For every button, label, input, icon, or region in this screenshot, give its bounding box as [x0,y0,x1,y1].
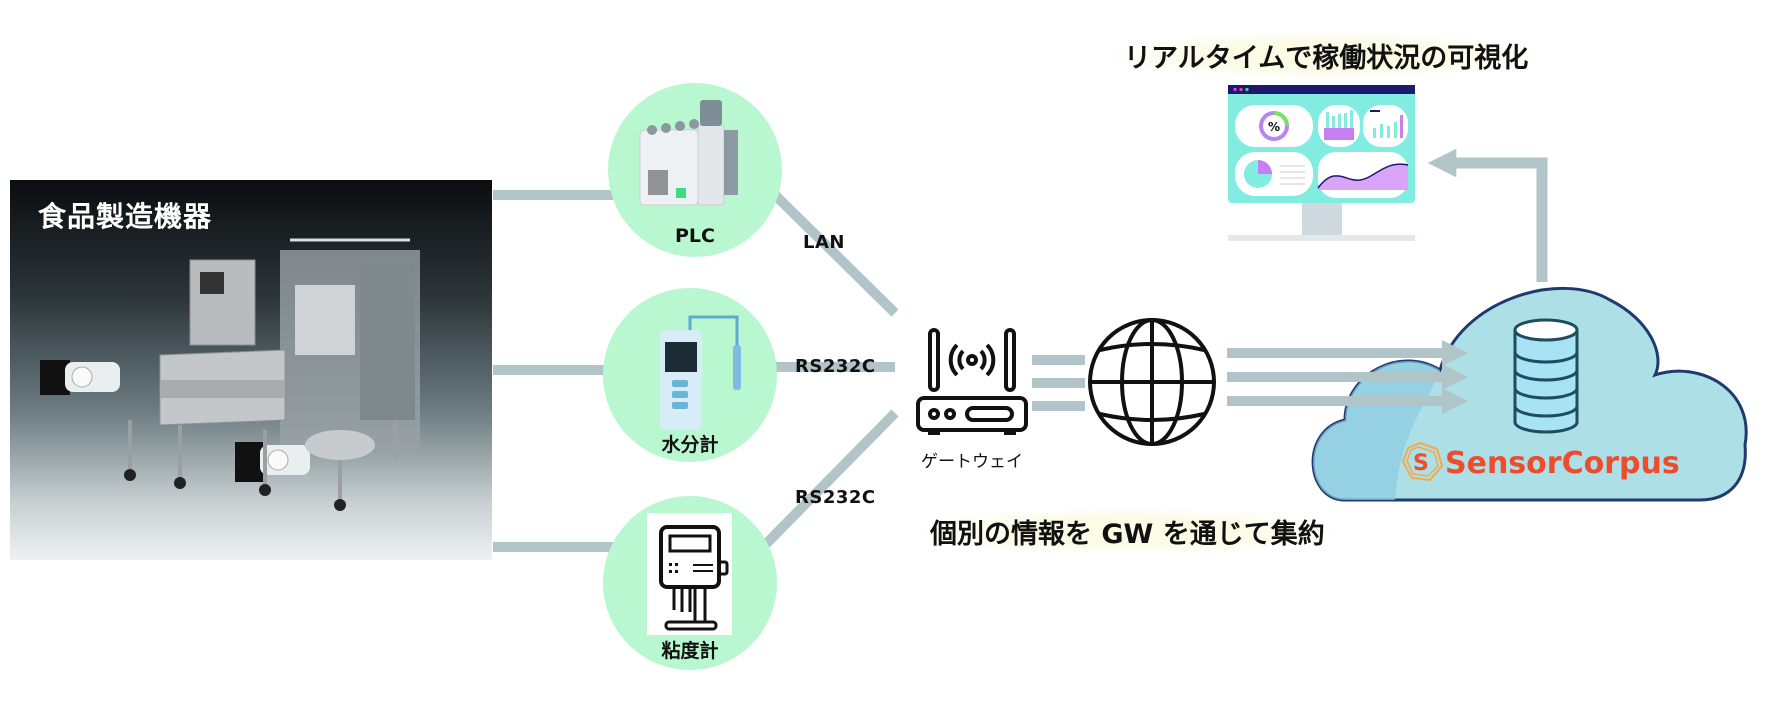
food-machine-photo [10,180,492,560]
gauge-percent-label: % [1268,120,1280,134]
gateway-label: ゲートウェイ [921,452,1023,472]
sensorcorpus-logo-icon: S [1401,441,1444,482]
gateway-router-icon [916,328,1028,435]
food-machine-illustration [40,238,420,511]
viscometer-icon [647,513,732,635]
link-label-rs232c-viscosity: RS232C [795,487,876,508]
database-icon [1513,318,1579,434]
sensorcorpus-brand: SensorCorpus [1445,446,1680,481]
arrow-to-monitor [1427,148,1548,282]
plc-icon [639,100,738,206]
viscometer-label: 粘度計 [661,640,719,662]
connector-plc-gateway [768,188,899,317]
globe-icon [1088,318,1216,446]
svg-text:S: S [1413,451,1429,476]
dashboard-monitor-icon: % [1228,85,1415,241]
moisture-meter-icon [660,315,741,430]
link-label-rs232c-moisture: RS232C [795,356,876,377]
connector-viscosity-gateway [761,409,899,549]
visualize-caption: リアルタイムで稼働状況の可視化 [1110,32,1543,79]
moisture-meter-label: 水分計 [661,434,719,456]
machine-title: 食品製造機器 [38,200,213,233]
aggregate-caption: 個別の情報を GW を通じて集約 [916,508,1339,555]
link-label-lan: LAN [803,232,845,253]
plc-label: PLC [675,225,715,247]
